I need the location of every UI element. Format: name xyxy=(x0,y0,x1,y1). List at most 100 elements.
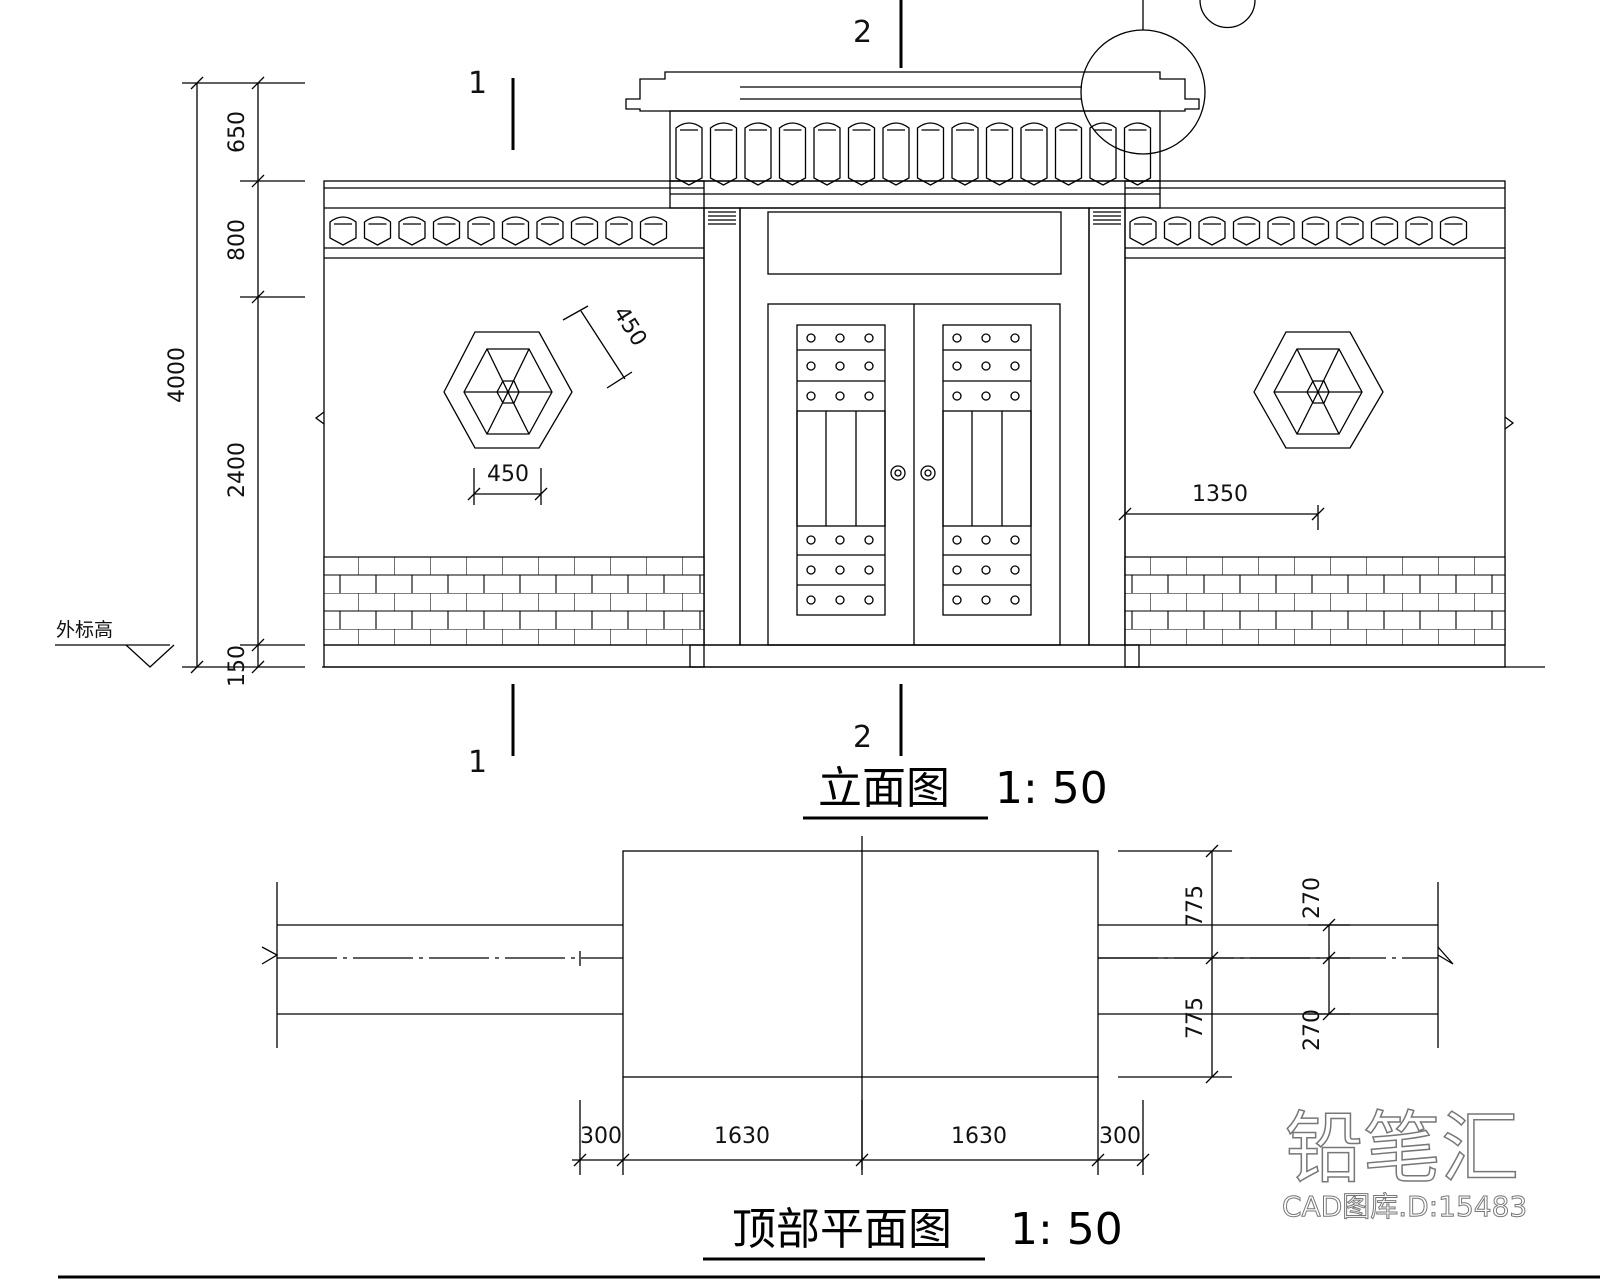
plan-title: 顶部平面图 xyxy=(732,1204,952,1255)
top-plan-view: 775 775 270 270 300 1630 1630 300 顶部平面图 … xyxy=(261,836,1454,1261)
door-stud xyxy=(952,333,962,343)
dim-800: 800 xyxy=(225,219,250,261)
plan-right-dimensions: 775 775 270 270 xyxy=(1098,844,1350,1084)
door-stud xyxy=(952,361,962,371)
dim-4000: 4000 xyxy=(165,347,190,403)
door-stud xyxy=(952,565,962,575)
door-stud xyxy=(864,333,874,343)
dim-300-right: 300 xyxy=(1099,1124,1141,1149)
door-stud xyxy=(806,333,816,343)
roof-tile xyxy=(1232,216,1261,246)
dim-hex-side: 450 xyxy=(608,302,651,351)
door-stud xyxy=(952,535,962,545)
roof-tile xyxy=(467,216,495,246)
hexagon-lattice-window-left xyxy=(443,331,573,449)
right-wall xyxy=(1124,180,1515,668)
door-stud xyxy=(981,333,991,343)
break-marks xyxy=(261,946,1454,965)
roof-tile xyxy=(1089,122,1117,186)
door-stud xyxy=(864,535,874,545)
door-stud xyxy=(952,391,962,401)
roof-tile xyxy=(778,122,807,186)
section-mark-1-bottom: 1 xyxy=(468,745,487,780)
dim-775-bottom: 775 xyxy=(1183,997,1208,1039)
section-mark-2-top: 2 xyxy=(853,15,872,50)
roof-tile xyxy=(916,122,945,186)
door-stud xyxy=(806,595,816,605)
door-stud xyxy=(835,391,845,401)
grade-label: 外标高 xyxy=(56,619,113,641)
roof-tile xyxy=(1123,122,1152,186)
left-wall xyxy=(314,180,705,668)
door-studs xyxy=(806,333,1020,605)
roof-tile xyxy=(363,216,392,246)
roof-tile xyxy=(1370,216,1399,246)
roof-tile xyxy=(1301,216,1330,246)
section-marks: 1 1 2 2 xyxy=(468,0,903,780)
door-stud xyxy=(864,565,874,575)
dim-270-bottom: 270 xyxy=(1300,1009,1325,1051)
door-stud xyxy=(1010,535,1020,545)
gate-roof-outline xyxy=(622,850,1099,1078)
dim-1630-left: 1630 xyxy=(714,1124,770,1149)
wall-coping-lines xyxy=(277,924,1438,1015)
door-stud xyxy=(864,595,874,605)
roof-tile xyxy=(570,216,599,246)
door-stud xyxy=(806,391,816,401)
left-tile-row xyxy=(329,216,668,246)
roof-tile xyxy=(1020,122,1048,186)
roof-tile xyxy=(951,122,979,186)
door-stud xyxy=(1010,565,1020,575)
door-stud xyxy=(981,565,991,575)
elevation-view: 1 1 2 2 650 800 2400 150 4000 外标高 45 xyxy=(55,0,1545,820)
misc-dimensions: 450 450 1350 xyxy=(467,302,1325,530)
door-stud xyxy=(835,565,845,575)
roof-tile xyxy=(675,122,703,186)
door-stud xyxy=(981,361,991,371)
elevation-scale: 1: 50 xyxy=(995,763,1108,814)
door-stud xyxy=(952,595,962,605)
roof-tile xyxy=(1163,216,1192,246)
roof-tile xyxy=(1439,216,1468,246)
double-door xyxy=(767,303,1061,646)
door-stud xyxy=(806,361,816,371)
dim-150: 150 xyxy=(225,645,250,687)
door-stud xyxy=(864,361,874,371)
door-stud xyxy=(981,391,991,401)
roof-tile xyxy=(847,122,876,186)
dim-2400: 2400 xyxy=(225,442,250,498)
door-stud xyxy=(1010,595,1020,605)
gate-roof-tiles xyxy=(675,122,1152,186)
door-stud xyxy=(981,595,991,605)
roof-tile xyxy=(709,122,738,186)
roof-tile xyxy=(639,216,668,246)
roof-tile xyxy=(501,216,530,246)
roof-tile xyxy=(329,216,357,246)
roof-tile xyxy=(813,122,841,186)
door-stud xyxy=(864,391,874,401)
detail-callout-circle xyxy=(1080,29,1206,155)
detail-index-bubble xyxy=(1199,0,1256,29)
section-mark-1-top: 1 xyxy=(468,66,487,101)
door-stud xyxy=(1010,361,1020,371)
roof-tile xyxy=(1054,122,1083,186)
dim-270-top: 270 xyxy=(1300,877,1325,919)
roof-tile xyxy=(1267,216,1295,246)
plan-title-block: 顶部平面图 1: 50 xyxy=(703,1204,1123,1261)
dim-window-offset: 1350 xyxy=(1192,482,1248,507)
gate-roof xyxy=(625,71,1200,209)
roof-tile xyxy=(1405,216,1433,246)
roof-tile xyxy=(605,216,633,246)
right-tile-row xyxy=(1129,216,1468,246)
elevation-title-block: 立面图 1: 50 xyxy=(803,763,1108,820)
dim-775-top: 775 xyxy=(1183,885,1208,927)
section-mark-2-bottom: 2 xyxy=(853,720,872,755)
door-stud xyxy=(806,535,816,545)
roof-tile xyxy=(985,122,1014,186)
dim-hex-width: 450 xyxy=(487,462,529,487)
roof-tile xyxy=(432,216,461,246)
door-stud xyxy=(835,361,845,371)
roof-tile xyxy=(882,122,910,186)
brand-logo-text: 铅笔汇 xyxy=(1285,1104,1519,1194)
